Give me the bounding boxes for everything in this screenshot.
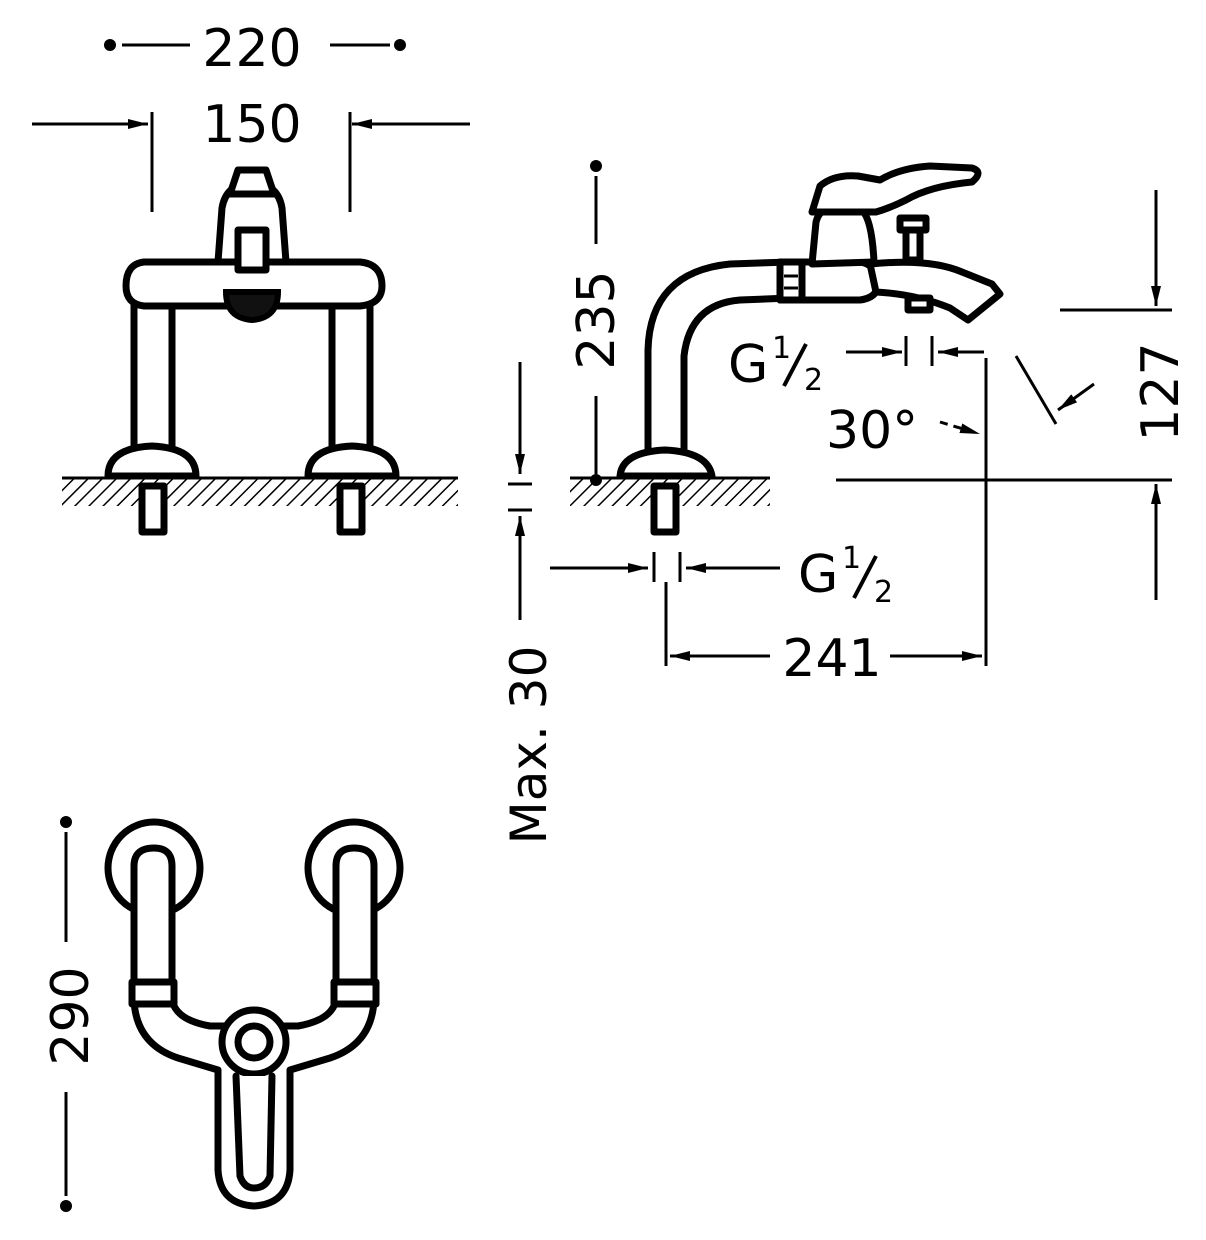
dimension-241: 241 (664, 582, 982, 689)
thread-inlet-letter: G (798, 545, 838, 605)
dimension-235: 235 (567, 160, 627, 486)
dimension-150: 150 (32, 95, 470, 212)
thread-outlet-num: 1 (772, 331, 791, 366)
outlet-stub (904, 294, 934, 314)
aerator (222, 289, 282, 324)
label-235: 235 (567, 270, 627, 369)
left-leg (130, 286, 176, 462)
left-foot (104, 442, 200, 480)
spout-outlet (234, 226, 270, 274)
side-view: 235 Max. 30 (500, 160, 1191, 844)
thread-inlet-num: 1 (842, 541, 861, 576)
deck-hatch-front (62, 478, 458, 506)
label-150: 150 (202, 95, 301, 155)
left-collar (128, 978, 178, 1008)
top-lever (232, 1072, 276, 1192)
right-foot (304, 442, 400, 480)
thread-outlet-den: 2 (804, 363, 823, 398)
side-bolt (650, 482, 680, 536)
lever-handle (808, 162, 982, 216)
front-view: 220 150 (32, 19, 470, 536)
label-127: 127 (1131, 342, 1191, 441)
nut-ring (776, 258, 806, 304)
left-bolt (138, 482, 168, 536)
side-foot (616, 446, 716, 480)
dimension-127: 127 (836, 190, 1191, 600)
label-max-30: Max. 30 (500, 646, 558, 845)
riser-outer (644, 258, 791, 452)
thread-outlet: G 1 2 (728, 331, 984, 398)
crossbar (122, 258, 386, 310)
thread-inlet: G 1 2 (550, 541, 893, 610)
side-spout (866, 258, 1004, 324)
dimension-220: 220 (104, 19, 406, 79)
dimension-max-30: Max. 30 (500, 362, 558, 844)
valve-ring-inner (234, 1022, 274, 1062)
thread-outlet-letter: G (728, 335, 768, 395)
top-view: 290 (41, 816, 404, 1212)
label-220: 220 (202, 19, 301, 79)
thread-inlet-den: 2 (874, 575, 893, 610)
diverter-cap (896, 214, 930, 234)
right-leg (328, 286, 374, 462)
label-30-deg: 30° (826, 401, 918, 461)
riser-inner (680, 294, 791, 452)
dimension-290: 290 (41, 816, 101, 1212)
label-290: 290 (41, 966, 101, 1065)
label-241: 241 (782, 629, 881, 689)
right-collar (330, 978, 380, 1008)
angle-30: 30° (826, 355, 1095, 461)
lever-cap (226, 166, 278, 198)
right-bolt (336, 482, 366, 536)
